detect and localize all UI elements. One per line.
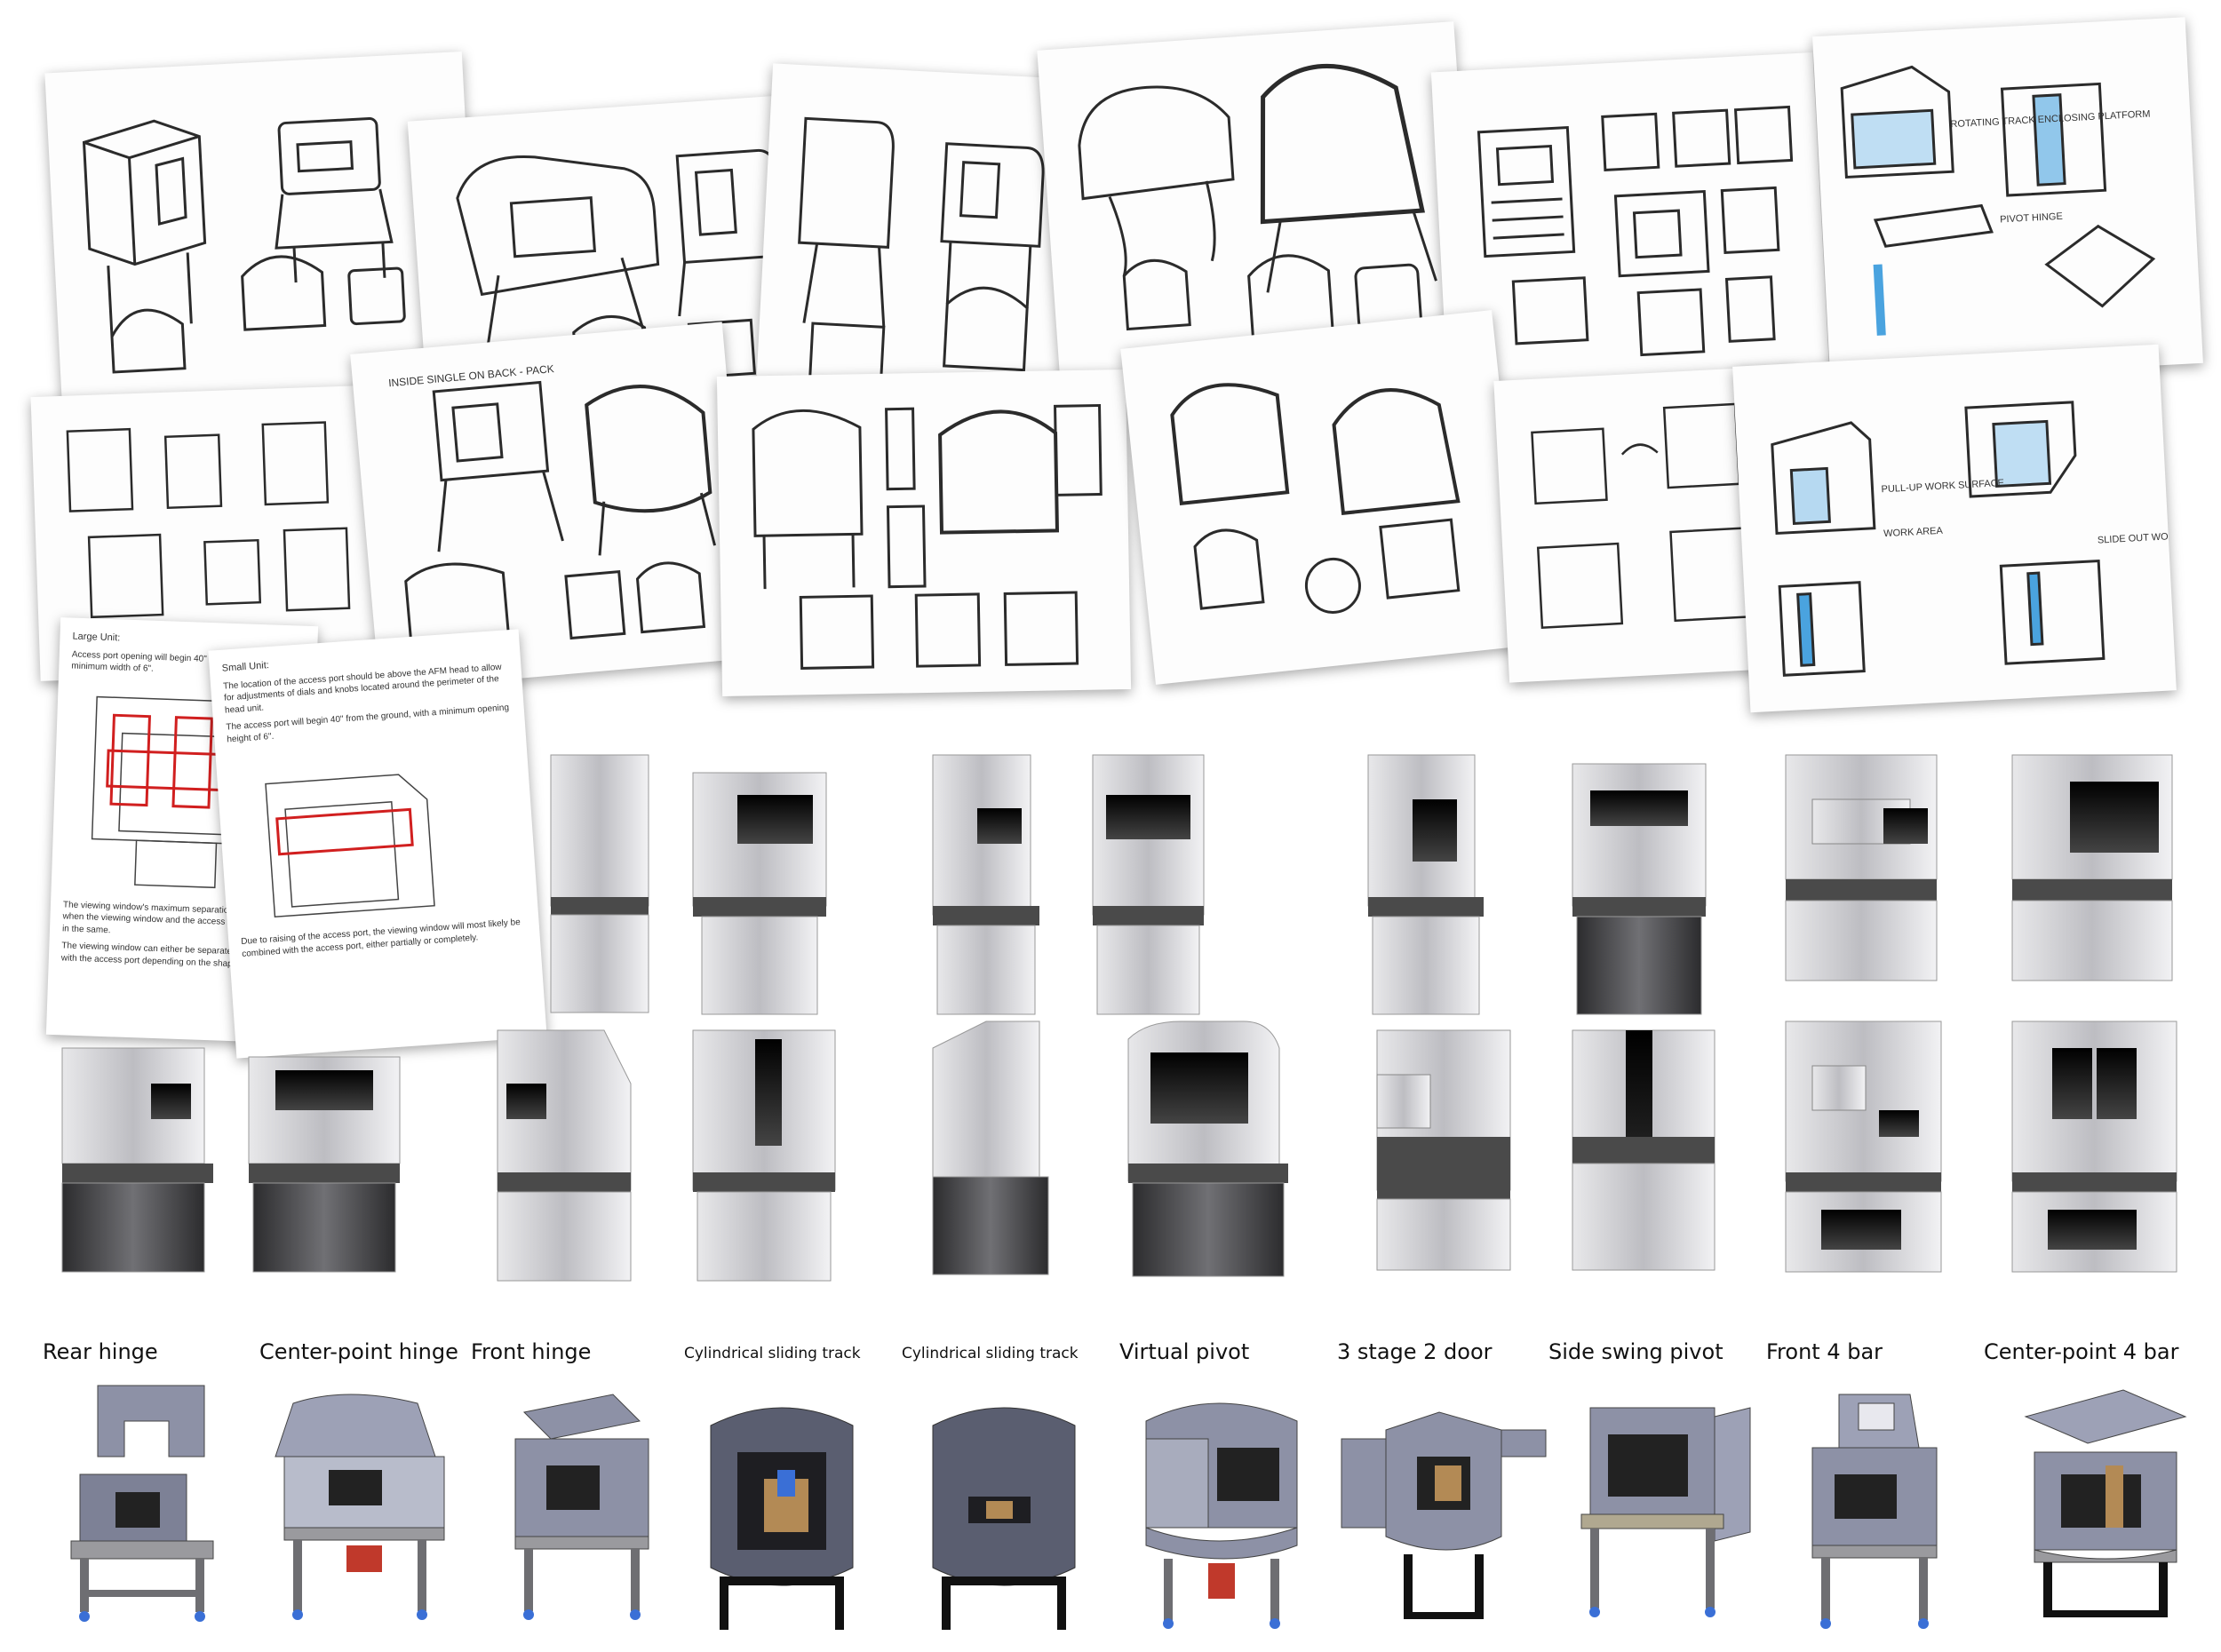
sketch-drawing: PULL-UP WORK SURFACE WORK AREA SLIDE OUT… (1771, 401, 2177, 677)
sketch-drawing (798, 116, 1045, 382)
sketch-sheet-12: PULL-UP WORK SURFACE WORK AREA SLIDE OUT… (1732, 344, 2177, 713)
render-concept (1777, 746, 2194, 995)
sketch-sheet-1 (44, 51, 480, 411)
caption-3-stage-2-door: 3 stage 2 door (1337, 1339, 1493, 1364)
sketch-annotation: PIVOT HINGE (2000, 211, 2063, 226)
sketch-drawing (82, 117, 406, 374)
sketch-annotation: WORK AREA (1883, 526, 1944, 540)
sketch-drawing (1078, 63, 1437, 340)
cad-model-cylindrical-sliding-track-2 (915, 1390, 1093, 1639)
cad-model-virtual-pivot (1128, 1386, 1315, 1634)
render-concept (53, 1039, 409, 1279)
cad-model-front-4-bar (1795, 1386, 1954, 1634)
render-concept (1359, 1021, 1732, 1279)
sketch-sheet-8: INSIDE SINGLE ON BACK - PACK (350, 322, 752, 691)
render-concept (542, 746, 844, 1030)
sketch-sheet-6: ROTATING TRACK ENCLOSING PLATFORM PIVOT … (1812, 17, 2203, 383)
render-concept (1777, 1013, 2185, 1279)
sketch-drawing (752, 404, 1103, 670)
sketch-annotation: INSIDE SINGLE ON BACK - PACK (388, 362, 555, 389)
sketch-sheet-7 (30, 385, 396, 681)
caption-rear-hinge: Rear hinge (43, 1339, 158, 1364)
cad-model-center-point-4-bar (2008, 1381, 2194, 1630)
caption-cylindrical-sliding-track-2: Cylindrical sliding track (902, 1345, 1079, 1362)
sketch-sheet-10 (1120, 310, 1527, 685)
cad-model-3-stage-2-door (1333, 1394, 1555, 1634)
sketch-sheet-4 (1037, 21, 1477, 387)
small-unit-spec-doc: Small Unit: The location of the access p… (208, 629, 547, 1059)
sketch-sheet-9 (716, 369, 1132, 696)
sketch-sheet-3 (755, 63, 1075, 417)
render-concept (1359, 746, 1715, 1030)
sketch-drawing (1170, 383, 1461, 614)
cad-model-cylindrical-sliding-track-1 (693, 1390, 871, 1639)
sketch-sheet-5 (1430, 52, 1830, 393)
cad-model-rear-hinge (53, 1377, 231, 1625)
caption-cylindrical-sliding-track-1: Cylindrical sliding track (684, 1345, 861, 1362)
cad-model-center-point-hinge (267, 1386, 453, 1625)
sketch-drawing: INSIDE SINGLE ON BACK - PACK (388, 362, 716, 645)
render-concept (924, 746, 1217, 1030)
render-concept (480, 1021, 871, 1288)
caption-front-hinge: Front hinge (471, 1339, 592, 1364)
caption-virtual-pivot: Virtual pivot (1119, 1339, 1250, 1364)
caption-side-swing-pivot: Side swing pivot (1548, 1339, 1723, 1364)
small-unit-diagram (265, 774, 435, 918)
cad-model-front-hinge (498, 1386, 657, 1625)
caption-center-point-4-bar: Center-point 4 bar (1984, 1339, 2179, 1364)
caption-front-4-bar: Front 4 bar (1766, 1339, 1883, 1364)
sketch-drawing (66, 421, 351, 619)
caption-center-point-hinge: Center-point hinge (259, 1339, 458, 1364)
sketch-drawing: ROTATING TRACK ENCLOSING PLATFORM PIVOT … (1840, 65, 2156, 336)
sketch-annotation: PULL-UP WORK SURFACE (1881, 478, 2004, 495)
sketch-drawing (1477, 105, 1794, 357)
cad-model-side-swing-pivot (1564, 1390, 1759, 1630)
render-concept (924, 1013, 1297, 1279)
sketch-annotation: SLIDE OUT WORK SURFACE (2098, 528, 2177, 546)
